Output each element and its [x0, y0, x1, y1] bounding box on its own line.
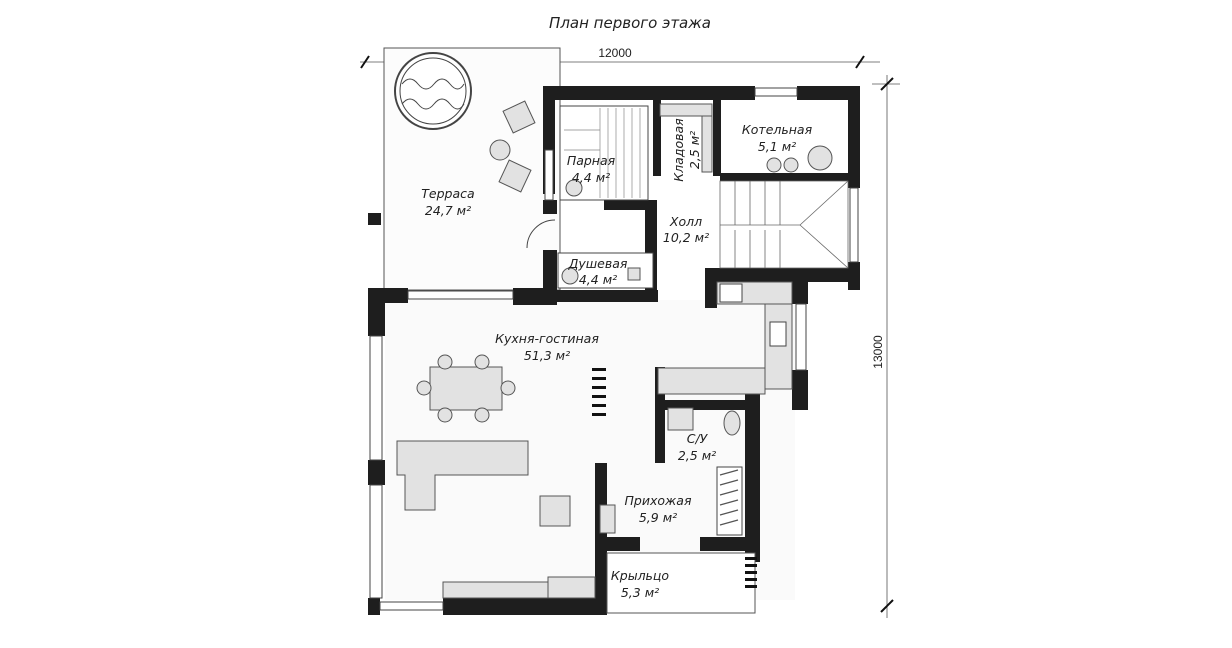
room-name: Парная — [567, 153, 616, 168]
room-hall: Холл 10,2 м² — [663, 214, 709, 245]
room-area: 2,5 м² — [678, 448, 716, 463]
dimension-width-label: 12000 — [598, 46, 632, 60]
room-bathroom: С/У 2,5 м² — [678, 431, 716, 463]
room-name: Прихожая — [625, 493, 692, 508]
room-entrance-hall: Прихожая 5,9 м² — [625, 493, 692, 525]
dimension-height-label: 13000 — [871, 335, 885, 369]
room-name: Кладовая — [671, 118, 686, 182]
room-area: 5,1 м² — [758, 139, 796, 154]
room-area: 24,7 м² — [425, 203, 471, 218]
room-area: 4,4 м² — [579, 272, 617, 287]
dimension-height: 13000 — [871, 75, 900, 618]
room-name: Котельная — [742, 122, 813, 137]
room-porch: Крыльцо 5,3 м² — [611, 568, 670, 600]
room-area: 5,3 м² — [621, 585, 659, 600]
room-area: 51,3 м² — [524, 348, 570, 363]
terrace — [368, 47, 561, 291]
windows — [369, 87, 859, 611]
room-name: Терраса — [421, 186, 474, 201]
plan-title: План первого этажа — [549, 14, 711, 32]
room-area: 2,5 м² — [687, 131, 702, 169]
room-name: Крыльцо — [611, 568, 670, 583]
room-name: Холл — [669, 214, 702, 229]
furniture — [396, 103, 849, 614]
walls — [368, 86, 860, 615]
room-area: 4,4 м² — [572, 170, 610, 185]
room-shower: Душевая 4,4 м² — [568, 256, 628, 287]
room-area: 10,2 м² — [663, 230, 709, 245]
room-boiler: Котельная 5,1 м² — [742, 122, 813, 154]
room-area: 5,9 м² — [639, 510, 677, 525]
room-terrace: Терраса 24,7 м² — [421, 186, 474, 218]
room-steam-room: Парная 4,4 м² — [567, 153, 616, 185]
room-kitchen-living: Кухня-гостиная 51,3 м² — [495, 331, 599, 363]
room-storage: Кладовая 2,5 м² — [671, 118, 702, 182]
room-name: С/У — [687, 431, 709, 446]
room-name: Душевая — [568, 256, 628, 271]
room-name: Кухня-гостиная — [495, 331, 599, 346]
